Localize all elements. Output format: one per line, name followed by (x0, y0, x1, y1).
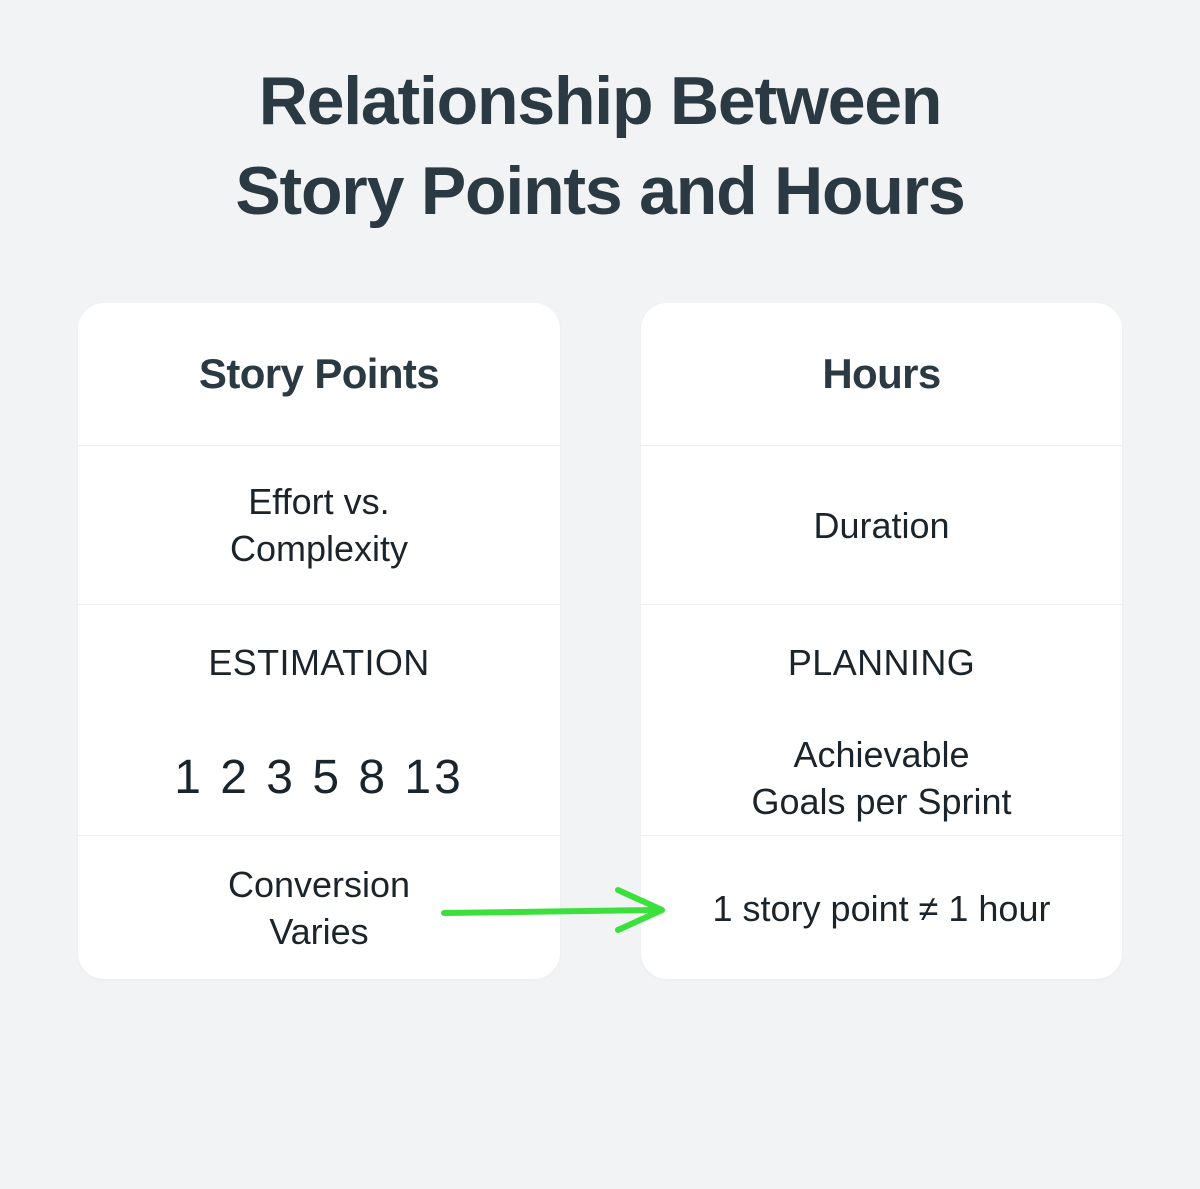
card-story-points: Story Points Effort vs. Complexity ESTIM… (78, 303, 560, 979)
card-header-story-points: Story Points (198, 350, 440, 397)
divider (641, 835, 1122, 836)
divider (78, 445, 560, 446)
divider (641, 604, 1122, 605)
divider (78, 835, 560, 836)
cell-story-points-2: ESTIMATION (208, 642, 430, 683)
cell-hours-2: PLANNING (787, 642, 976, 683)
cell-story-points-3: 1 2 3 5 8 13 (174, 750, 464, 804)
cell-story-points-1: Effort vs. Complexity (229, 481, 409, 569)
divider (641, 445, 1122, 446)
card-header-hours: Hours (822, 350, 941, 397)
card-hours: Hours Duration PLANNING Achievable Goals… (641, 303, 1122, 979)
cell-hours-3: Achievable Goals per Sprint (751, 733, 1012, 822)
comparison-cards: Story Points Effort vs. Complexity ESTIM… (78, 303, 1122, 979)
cell-story-points-4: Conversion Varies (227, 864, 411, 952)
cell-hours-4: 1 story point ≠ 1 hour (712, 887, 1051, 929)
divider (78, 604, 560, 605)
page-title: Relationship Between Story Points and Ho… (235, 63, 965, 229)
cell-hours-1: Duration (813, 504, 950, 546)
